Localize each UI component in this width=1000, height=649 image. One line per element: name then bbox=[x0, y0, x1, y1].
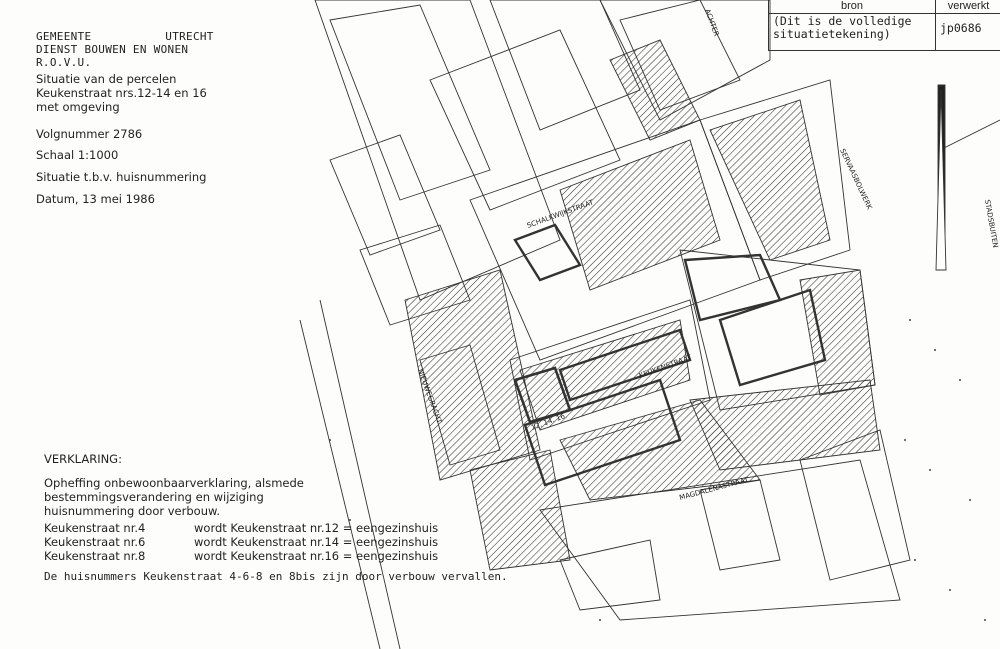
title-line-1: Situatie van de percelen bbox=[36, 72, 177, 86]
org-dienst: DIENST BOUWEN EN WONEN bbox=[36, 43, 189, 56]
volgnummer: Volgnummer 2786 bbox=[36, 127, 143, 141]
label-achter: ACHTER bbox=[703, 8, 720, 38]
org-rovu: R.O.V.U. bbox=[36, 56, 92, 69]
label-servaasbolwerk: SERVAASBOLWERK bbox=[838, 147, 873, 211]
source-col-verwerkt: verwerkt jp0686 bbox=[936, 0, 1000, 50]
change-old: Keukenstraat nr.6 bbox=[44, 535, 146, 549]
source-table: bron (Dit is de volledige situatietekeni… bbox=[768, 0, 1000, 51]
change-old: Keukenstraat nr.8 bbox=[44, 549, 146, 563]
change-new: wordt Keukenstraat nr.16 = eengezinshuis bbox=[194, 549, 439, 563]
situatie: Situatie t.b.v. huisnummering bbox=[36, 170, 207, 184]
source-col-bron: bron (Dit is de volledige situatietekeni… bbox=[769, 0, 936, 50]
verklaring-para: Opheffing onbewoonbaarverklaring, alsmed… bbox=[44, 476, 304, 518]
bron-value-1: (Dit is de volledige bbox=[773, 14, 912, 28]
change-row: Keukenstraat nr.4 wordt Keukenstraat nr.1… bbox=[44, 521, 438, 535]
change-row: Keukenstraat nr.6 wordt Keukenstraat nr.1… bbox=[44, 535, 438, 549]
bron-value-2: situatietekening) bbox=[773, 27, 891, 41]
verwerkt-header: verwerkt bbox=[936, 0, 1000, 14]
verklaring-footer: De huisnummers Keukenstraat 4-6-8 en 8bi… bbox=[44, 570, 508, 583]
change-new: wordt Keukenstraat nr.14 = eengezinshuis bbox=[194, 535, 439, 549]
verklaring-para-1: Opheffing onbewoonbaarverklaring, alsmed… bbox=[44, 476, 304, 490]
org-utrecht: UTRECHT bbox=[165, 30, 214, 43]
block-upper-left bbox=[314, 0, 561, 301]
title-line-2: Keukenstraat nrs.12-14 en 16 bbox=[36, 86, 207, 100]
title-line-3: met omgeving bbox=[36, 100, 120, 114]
header-org: GEMEENTE UTRECHT DIENST BOUWEN EN WONEN … bbox=[36, 30, 214, 69]
datum: Datum, 13 mei 1986 bbox=[36, 192, 155, 206]
change-old: Keukenstraat nr.4 bbox=[44, 521, 146, 535]
verwerkt-value: jp0686 bbox=[940, 21, 982, 35]
org-gemeente: GEMEENTE bbox=[36, 30, 92, 43]
bron-header: bron bbox=[769, 0, 935, 14]
verklaring-para-3: huisnummering door verbouw. bbox=[44, 504, 220, 518]
schaal: Schaal 1:1000 bbox=[36, 148, 119, 162]
change-row: Keukenstraat nr.8 wordt Keukenstraat nr.1… bbox=[44, 549, 438, 563]
verklaring-heading: VERKLARING: bbox=[44, 452, 122, 466]
verklaring-para-2: bestemmingsverandering en wijziging bbox=[44, 490, 264, 504]
header-title: Situatie van de percelen Keukenstraat nr… bbox=[36, 72, 207, 114]
change-new: wordt Keukenstraat nr.12 = eengezinshuis bbox=[194, 521, 439, 535]
label-stadsbuiten: STADSBUITEN bbox=[983, 199, 999, 248]
